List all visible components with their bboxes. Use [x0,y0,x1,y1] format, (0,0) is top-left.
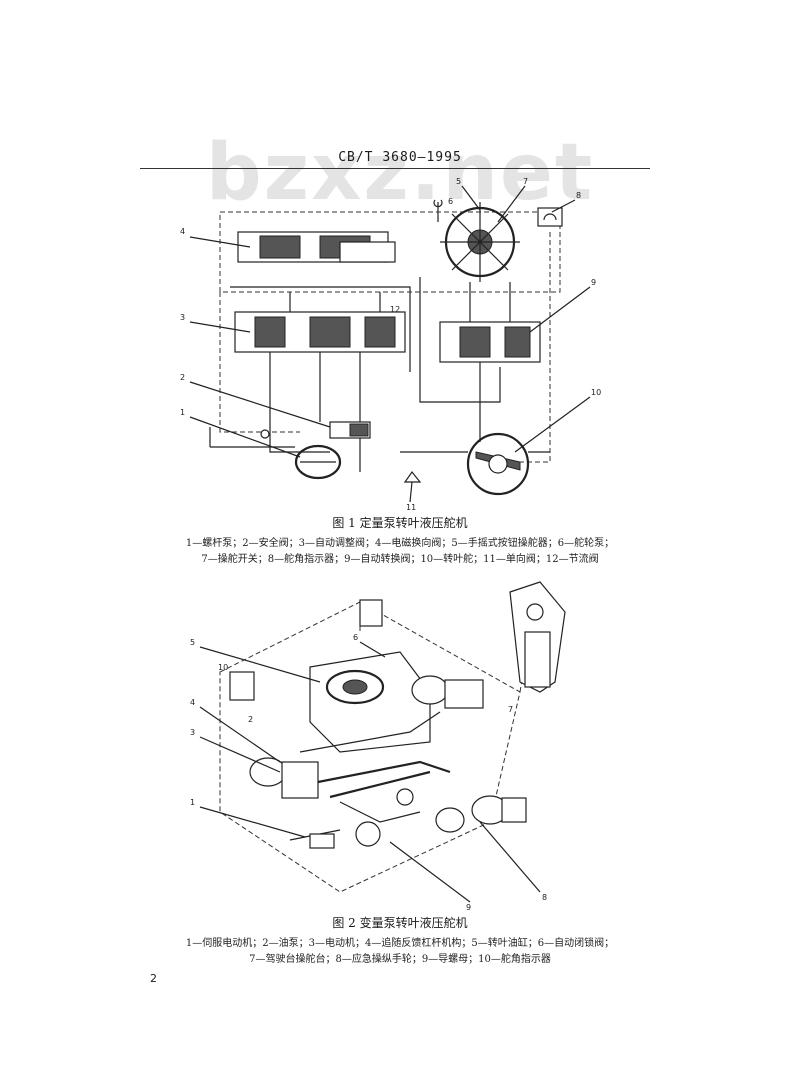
figure-1-legend-line-2: 7—操舵开关；8—舵角指示器；9—自动转换阀；10—转叶舵；11—单向阀；12—… [201,554,599,565]
figure-2-caption: 图 2 变量泵转叶液压舵机 [332,916,468,930]
fig2-callout-5: 5 [190,638,195,647]
fig2-callout-7: 7 [508,705,513,714]
fig1-callout-10: 10 [591,388,601,397]
document-header: CB/T 3680—1995 [338,150,462,165]
fig2-callout-10: 10 [218,663,228,672]
fig2-callout-6: 6 [353,633,358,642]
page-number: 2 [150,972,157,985]
fig2-callout-9: 9 [466,903,471,912]
fig1-callout-3: 3 [180,313,185,322]
fig1-callout-12: 12 [390,305,400,314]
fig1-callout-2: 2 [180,373,185,382]
fig1-callout-8: 8 [576,191,581,200]
header-rule [140,168,650,169]
figure-2-legend-line-2: 7—驾驶台操舵台；8—应急操纵手轮；9—导螺母；10—舵角指示器 [249,954,551,965]
figure-2-diagram: 5 4 3 1 6 8 9 7 2 10 [190,581,566,912]
figure-1-diagram: 4 3 2 1 5 7 8 9 10 11 12 6 [180,177,601,512]
figure-1-legend-line-1: 1—螺杆泵；2—安全阀；3—自动调整阀；4—电磁换向阀；5—手摇式按钮操舵器；6… [185,538,615,549]
fig1-callout-7: 7 [523,177,528,186]
fig1-callout-5: 5 [456,177,461,186]
fig1-callout-9: 9 [591,278,596,287]
fig1-callout-6: 6 [448,197,453,206]
fig1-callout-1: 1 [180,408,185,417]
fig2-callout-1: 1 [190,798,195,807]
figure-1-caption: 图 1 定量泵转叶液压舵机 [332,516,468,530]
fig1-callout-4: 4 [180,227,185,236]
fig1-callout-11: 11 [406,503,416,512]
figure-2-legend-line-1: 1—伺服电动机；2—油泵；3—电动机；4—追随反馈杠杆机构；5—转叶油缸；6—自… [185,938,615,949]
fig2-callout-3: 3 [190,728,195,737]
fig2-callout-8: 8 [542,893,547,902]
fig2-callout-4: 4 [190,698,195,707]
fig2-callout-2: 2 [248,715,253,724]
